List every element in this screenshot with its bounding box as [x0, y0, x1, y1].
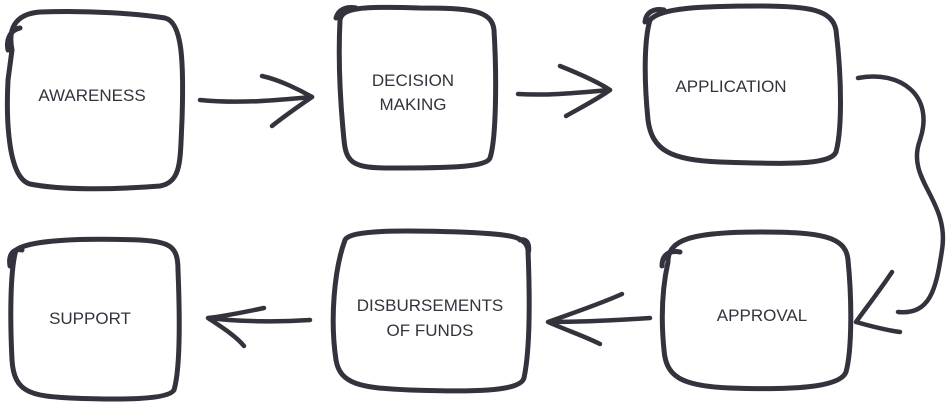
- stage-label: SUPPORT: [49, 309, 131, 328]
- arrow-decision-to-application: [515, 63, 613, 119]
- stage-approval: APPROVAL: [659, 229, 854, 392]
- stage-awareness: AWARENESS: [4, 8, 186, 192]
- stage-support: SUPPORT: [7, 236, 182, 402]
- stage-label: AWARENESS: [38, 86, 145, 105]
- stage-label: APPLICATION: [675, 77, 786, 96]
- stage-label-line-2: OF FUNDS: [387, 321, 474, 340]
- arrow-approval-to-disbursement: [545, 291, 653, 347]
- stage-label-line-2: MAKING: [379, 95, 446, 114]
- stage-label: APPROVAL: [717, 306, 807, 325]
- stage-decision-making: DECISION MAKING: [333, 4, 499, 171]
- stage-label-line-1: DISBURSEMENTS: [357, 296, 503, 315]
- stage-label-line-1: DECISION: [372, 71, 454, 90]
- arrow-application-to-approval: [853, 74, 946, 335]
- stage-application: APPLICATION: [642, 3, 843, 166]
- arrow-disbursement-to-support: [205, 305, 313, 349]
- arrow-awareness-to-decision: [197, 73, 315, 129]
- stage-disbursement-of-funds: DISBURSEMENTS OF FUNDS: [330, 228, 532, 394]
